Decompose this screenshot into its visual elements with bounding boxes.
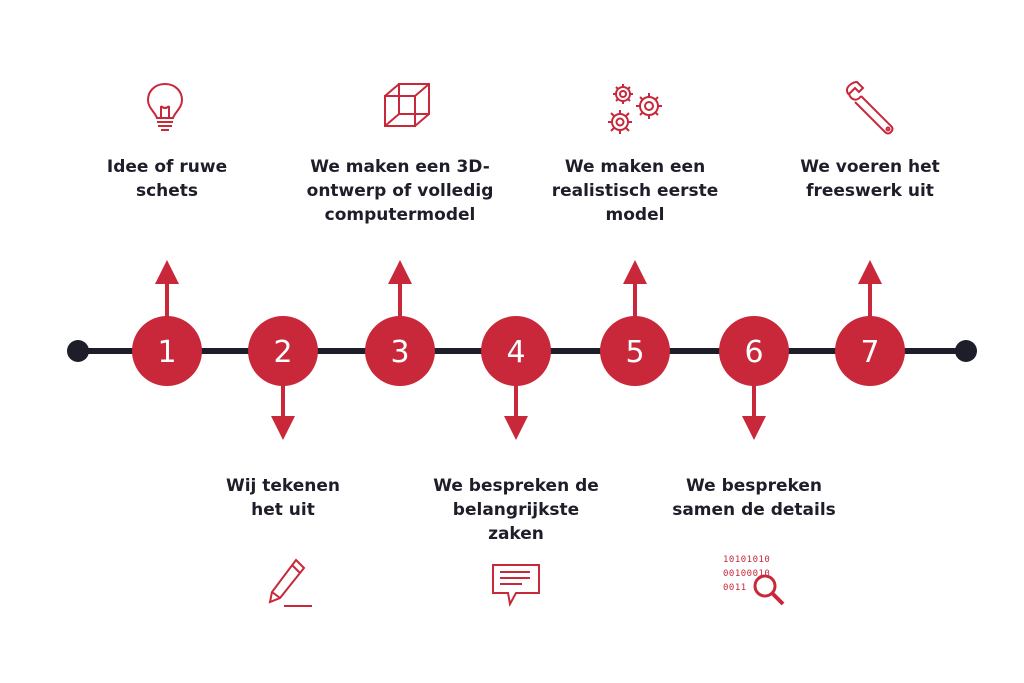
step-3: 3 [365, 260, 435, 386]
step-7: 7 [835, 260, 905, 386]
step-7-number: 7 [860, 335, 879, 370]
binary-search-icon: 10101010 00100010 0011 [723, 554, 793, 610]
step-1: 1 [132, 260, 202, 386]
step-6: 6 [719, 316, 789, 440]
step-5-number: 5 [625, 335, 644, 370]
gears-icon [603, 80, 667, 138]
step-3-label: We maken een 3D- ontwerp of volledig com… [306, 157, 494, 225]
step-1-circle [132, 316, 202, 386]
step-4-label: We bespreken de belangrijkste zaken [433, 476, 599, 544]
step-4-circle [481, 316, 551, 386]
binary-text-line-2: 00100010 [723, 569, 771, 579]
binary-text-line-1: 10101010 [723, 555, 771, 565]
step-6-number: 6 [744, 335, 763, 370]
step-5: 5 [600, 260, 670, 386]
step-2: 2 [248, 316, 318, 440]
step-4: 4 [481, 316, 551, 440]
step-4-number: 4 [506, 335, 525, 370]
step-2-label: Wij tekenen het uit [225, 476, 341, 520]
wrench-icon [843, 80, 899, 136]
step-1-label: Idee of ruwe schets [106, 157, 228, 201]
timeline-end-dot [955, 340, 977, 362]
step-7-label: We voeren het freeswerk uit [800, 157, 940, 201]
lightbulb-icon [143, 80, 187, 134]
step-5-circle [600, 316, 670, 386]
step-2-circle [248, 316, 318, 386]
cube-icon [381, 80, 433, 130]
timeline-start-dot [67, 340, 89, 362]
pencil-icon [266, 556, 314, 608]
step-7-circle [835, 316, 905, 386]
step-6-label: We bespreken samen de details [672, 476, 836, 520]
binary-text-line-3: 0011 [723, 583, 747, 593]
step-1-number: 1 [157, 335, 176, 370]
step-6-circle [719, 316, 789, 386]
step-2-number: 2 [273, 335, 292, 370]
step-5-label: We maken een realistisch eerste model [551, 157, 719, 225]
step-3-circle [365, 316, 435, 386]
step-3-number: 3 [390, 335, 409, 370]
speech-bubble-icon [490, 562, 542, 608]
